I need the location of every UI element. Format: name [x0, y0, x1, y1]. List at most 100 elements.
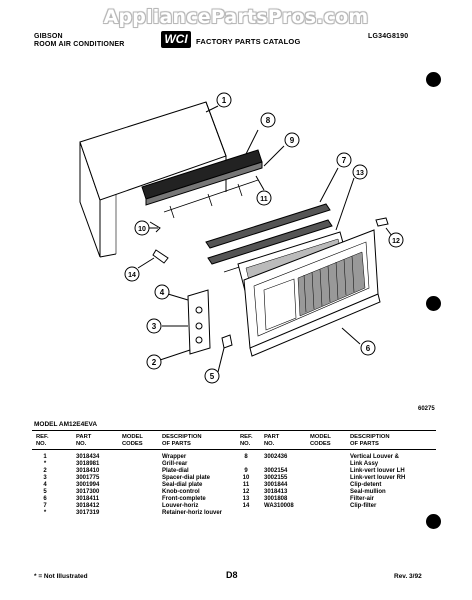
table-row-ref: 7 [43, 503, 47, 509]
svg-text:14: 14 [128, 272, 136, 279]
page-number: D8 [226, 570, 238, 580]
right-part-column: 3002436 3002154 3002155 3001844 3018413 … [264, 454, 294, 510]
table-row-description: Filter-air [350, 496, 375, 502]
svg-text:4: 4 [160, 288, 165, 297]
product-name: ROOM AIR CONDITIONER [34, 41, 125, 48]
table-row-part: 3018410 [76, 468, 100, 474]
table-row-ref: 2 [43, 468, 47, 474]
callout-7: 7 [319, 152, 352, 203]
brand-name: GIBSON [34, 33, 63, 40]
table-row-description: Wrapper [162, 454, 187, 460]
table-row-part: 3001775 [76, 475, 100, 481]
table-row-part: WA310008 [264, 503, 294, 509]
table-row-description: Plate-dial [162, 468, 189, 474]
footnote: * = Not Illustrated [34, 573, 88, 580]
callout-3: 3 [146, 318, 188, 334]
table-row-description: Clip-filter [350, 503, 377, 509]
table-row-ref: 8 [244, 454, 248, 460]
svg-text:2: 2 [152, 358, 157, 367]
table-row-part [264, 461, 294, 468]
table-row-ref: 14 [242, 503, 250, 509]
table-row-ref: * [43, 510, 47, 516]
callout-5: 5 [204, 347, 225, 384]
table-row-part: 3018434 [76, 454, 100, 460]
table-row-ref: 9 [244, 468, 248, 474]
callout-1: 1 [205, 92, 232, 113]
table-row-ref [240, 461, 252, 468]
callout-6: 6 [341, 327, 376, 356]
table-row-description: Retainer-horiz louver [162, 510, 223, 516]
table-row-part: 3017319 [76, 510, 100, 516]
binder-hole-bottom [426, 514, 441, 529]
table-row-part: 3001808 [264, 496, 288, 502]
header-ref-no-left: REF. NO. [36, 434, 49, 447]
table-row-ref: * [43, 461, 47, 467]
seal-mullion-part [375, 217, 389, 227]
table-row-description: Knob-control [162, 489, 200, 495]
callout-11: 11 [255, 175, 272, 206]
table-row-part: 3002436 [264, 454, 288, 460]
revision-date: Rev. 3/92 [394, 573, 422, 580]
model-number: MODEL AM12E4EVA [34, 421, 98, 428]
table-row-description: Seal-dial plate [162, 482, 203, 488]
table-row-part: 3001994 [76, 482, 100, 488]
catalog-title: FACTORY PARTS CATALOG [196, 37, 301, 46]
table-row-ref: 1 [43, 454, 47, 460]
table-row-part: 3002155 [264, 475, 288, 481]
right-description-column: Vertical Louver & Link Assy Link-vert lo… [350, 454, 405, 510]
table-row-part: 3001844 [264, 482, 288, 488]
table-row-part: 3018981 [76, 461, 100, 467]
binder-hole-top [426, 72, 441, 87]
svg-text:7: 7 [342, 156, 347, 165]
header-description-right: DESCRIPTION OF PARTS [350, 434, 390, 447]
callout-8: 8 [245, 112, 276, 155]
header-part-no-left: PART NO. [76, 434, 92, 447]
svg-text:12: 12 [392, 238, 400, 245]
header-description-left: DESCRIPTION OF PARTS [162, 434, 202, 447]
table-row-ref: 13 [242, 496, 250, 502]
right-ref-column: 8 9 10 11 12 13 14 [240, 454, 252, 510]
table-row-description: Seal-mullion [350, 489, 386, 495]
table-row-ref: 5 [43, 489, 47, 495]
table-row-description: Spacer-dial plate [162, 475, 211, 481]
table-row-ref: 12 [242, 489, 250, 495]
wci-logo: WCI [161, 31, 191, 48]
control-knob [221, 334, 233, 349]
left-ref-column: 1 * 2 3 4 5 6 7 * [40, 454, 50, 517]
dial-plate [187, 289, 211, 355]
table-row-description: Grill-rear [162, 461, 188, 467]
svg-text:10: 10 [138, 226, 146, 233]
figure-code: 60275 [418, 406, 435, 412]
table-row-part: 3018413 [264, 489, 288, 495]
table-row-part: 3018411 [76, 496, 100, 502]
callout-4: 4 [154, 284, 189, 301]
exploded-parts-diagram: 1 8 9 7 13 11 10 12 14 4 3 2 5 6 [79, 92, 404, 384]
table-row-description: Link Assy [350, 461, 379, 467]
table-row-description: Link-vert louver RH [350, 475, 406, 481]
svg-text:5: 5 [210, 372, 215, 381]
table-row-description: Clip-detent [350, 482, 382, 488]
table-row-description: Louver-horiz [162, 503, 199, 509]
table-row-ref: 3 [43, 475, 47, 481]
svg-text:9: 9 [290, 136, 295, 145]
table-row-part: 3017300 [76, 489, 100, 495]
left-part-column: 3018434 3018981 3018410 3001775 3001994 … [76, 454, 99, 517]
table-row-description: Front-complete [162, 496, 206, 502]
model-code: LG34G8190 [368, 33, 409, 40]
callout-10: 10 [134, 220, 158, 236]
callout-9: 9 [263, 132, 300, 167]
wrapper-cabinet [79, 101, 227, 258]
clip-detent-part [149, 221, 161, 233]
vertical-louver-assembly [141, 149, 263, 219]
svg-text:3: 3 [152, 322, 157, 331]
horizontal-louvers [205, 203, 333, 273]
callout-2: 2 [146, 349, 191, 370]
header-part-no-right: PART NO. [264, 434, 280, 447]
front-complete [243, 229, 381, 357]
callout-14: 14 [124, 257, 155, 282]
svg-text:6: 6 [366, 344, 371, 353]
header-ref-no-right: REF. NO. [240, 434, 253, 447]
table-row-part: 3018412 [76, 503, 100, 509]
table-row-ref: 4 [43, 482, 47, 488]
table-top-rule [32, 430, 436, 431]
